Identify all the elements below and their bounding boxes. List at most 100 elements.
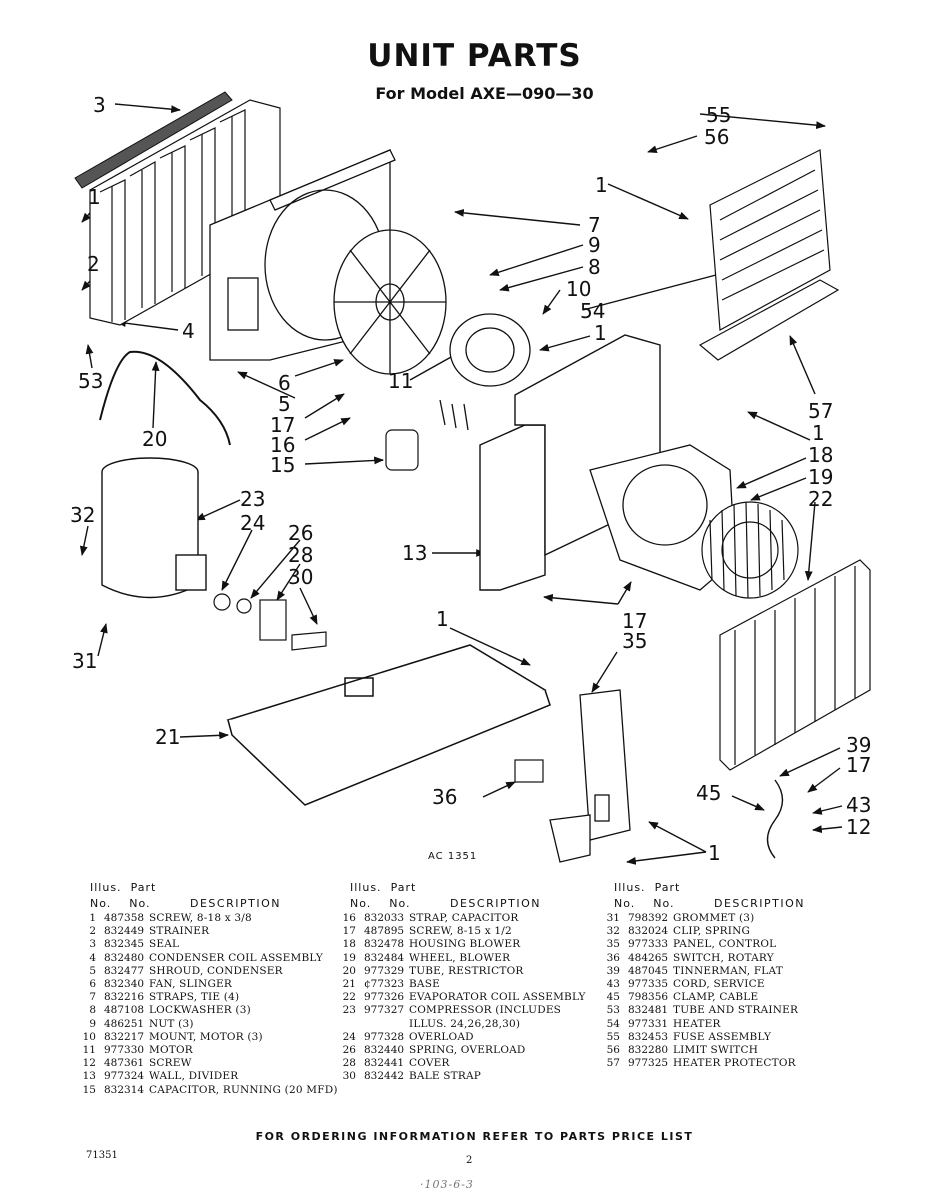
heater-assembly bbox=[709, 149, 831, 331]
part-description: BASE bbox=[409, 978, 440, 991]
part-number: 977328 bbox=[364, 1030, 405, 1043]
part-number: 832441 bbox=[364, 1057, 405, 1070]
part-description: LIMIT SWITCH bbox=[673, 1044, 759, 1057]
callout-label: 17 bbox=[270, 413, 295, 437]
page-number: 2 bbox=[466, 1155, 473, 1166]
seal-strip bbox=[74, 91, 233, 189]
part-number: 832217 bbox=[104, 1030, 145, 1043]
part-description: TINNERMAN, FLAT bbox=[673, 964, 783, 977]
part-description: COMPRESSOR (INCLUDES bbox=[409, 1004, 562, 1017]
fan-motor bbox=[439, 313, 531, 431]
illus-number: 53 bbox=[606, 1004, 620, 1017]
callout-label: 22 bbox=[808, 487, 833, 511]
callout-label: 4 bbox=[182, 319, 195, 343]
overload-parts bbox=[213, 593, 327, 651]
illus-number: 30 bbox=[342, 1070, 356, 1083]
illus-number: 2 bbox=[89, 925, 96, 938]
callout-label: 15 bbox=[270, 453, 295, 477]
illus-number: 3 bbox=[89, 938, 96, 951]
callout-label: 31 bbox=[72, 649, 97, 673]
fan-slinger bbox=[333, 229, 447, 375]
part-number: 486251 bbox=[104, 1017, 145, 1030]
part-description: WALL, DIVIDER bbox=[149, 1070, 239, 1083]
model-line: For Model AXE—090—30 bbox=[375, 84, 594, 103]
part-number: 832314 bbox=[104, 1083, 145, 1096]
part-description: MOTOR bbox=[149, 1044, 193, 1057]
illus-number: 55 bbox=[606, 1030, 620, 1043]
part-description: SPRING, OVERLOAD bbox=[409, 1044, 526, 1057]
callout-label: 57 bbox=[808, 399, 833, 423]
callout-label: 1 bbox=[595, 173, 608, 197]
part-number: 487361 bbox=[104, 1057, 145, 1070]
ordering-footer: FOR ORDERING INFORMATION REFER TO PARTS … bbox=[255, 1130, 694, 1143]
part-description: FAN, SLINGER bbox=[149, 978, 233, 991]
compressor bbox=[101, 457, 207, 599]
callout-label: 10 bbox=[566, 277, 591, 301]
part-number: 832478 bbox=[364, 938, 405, 951]
part-description: SCREW, 8-15 x 1/2 bbox=[409, 925, 512, 938]
blower-wheel bbox=[701, 501, 799, 599]
callout-label: 53 bbox=[78, 369, 103, 393]
illus-number: 26 bbox=[342, 1044, 356, 1057]
callout-label: 7 bbox=[588, 213, 601, 237]
part-number: 487108 bbox=[104, 1004, 145, 1017]
part-number: 798356 bbox=[628, 991, 669, 1004]
part-description: EVAPORATOR COIL ASSEMBLY bbox=[409, 991, 586, 1004]
part-description: LOCKWASHER (3) bbox=[149, 1004, 251, 1017]
leader-lines bbox=[79, 103, 843, 865]
part-description: CORD, SERVICE bbox=[673, 978, 765, 991]
part-description: STRAINER bbox=[149, 925, 210, 938]
part-number: 977325 bbox=[628, 1057, 669, 1070]
illus-number: 23 bbox=[342, 1004, 356, 1017]
part-description: SWITCH, ROTARY bbox=[673, 951, 774, 964]
callout-label: 13 bbox=[402, 541, 427, 565]
illus-number: 15 bbox=[82, 1083, 96, 1096]
part-number: 484265 bbox=[628, 951, 669, 964]
illus-number: 1 bbox=[89, 912, 96, 924]
part-description: FUSE ASSEMBLY bbox=[673, 1030, 772, 1043]
illus-number: 8 bbox=[89, 1004, 96, 1017]
document-number: 71351 bbox=[86, 1150, 118, 1161]
illus-number: 4 bbox=[89, 951, 96, 964]
part-description: SCREW bbox=[149, 1057, 192, 1070]
callout-label: 1 bbox=[594, 321, 607, 345]
part-description: HOUSING BLOWER bbox=[409, 938, 521, 951]
callout-label: 24 bbox=[240, 511, 265, 535]
part-number: 832453 bbox=[628, 1030, 669, 1043]
rotary-switch bbox=[514, 759, 544, 783]
illus-number: 57 bbox=[606, 1057, 620, 1070]
part-description: CLIP, SPRING bbox=[673, 925, 751, 938]
part-description: HEATER PROTECTOR bbox=[673, 1057, 796, 1070]
callout-label: 43 bbox=[846, 793, 871, 817]
part-number: 832449 bbox=[104, 925, 145, 938]
part-description: NUT (3) bbox=[149, 1017, 194, 1030]
part-number bbox=[364, 1018, 409, 1031]
parts-list-row: 55 832453 FUSE ASSEMBLY bbox=[602, 1031, 798, 1044]
evaporator-coil bbox=[719, 559, 871, 771]
part-description: TUBE AND STRAINER bbox=[673, 1004, 799, 1017]
callout-label: 5 bbox=[278, 392, 291, 416]
part-description: OVERLOAD bbox=[409, 1030, 474, 1043]
part-number: 832484 bbox=[364, 951, 405, 964]
illus-number: 18 bbox=[342, 938, 356, 951]
tubing bbox=[99, 350, 231, 446]
callout-label: 23 bbox=[240, 487, 265, 511]
